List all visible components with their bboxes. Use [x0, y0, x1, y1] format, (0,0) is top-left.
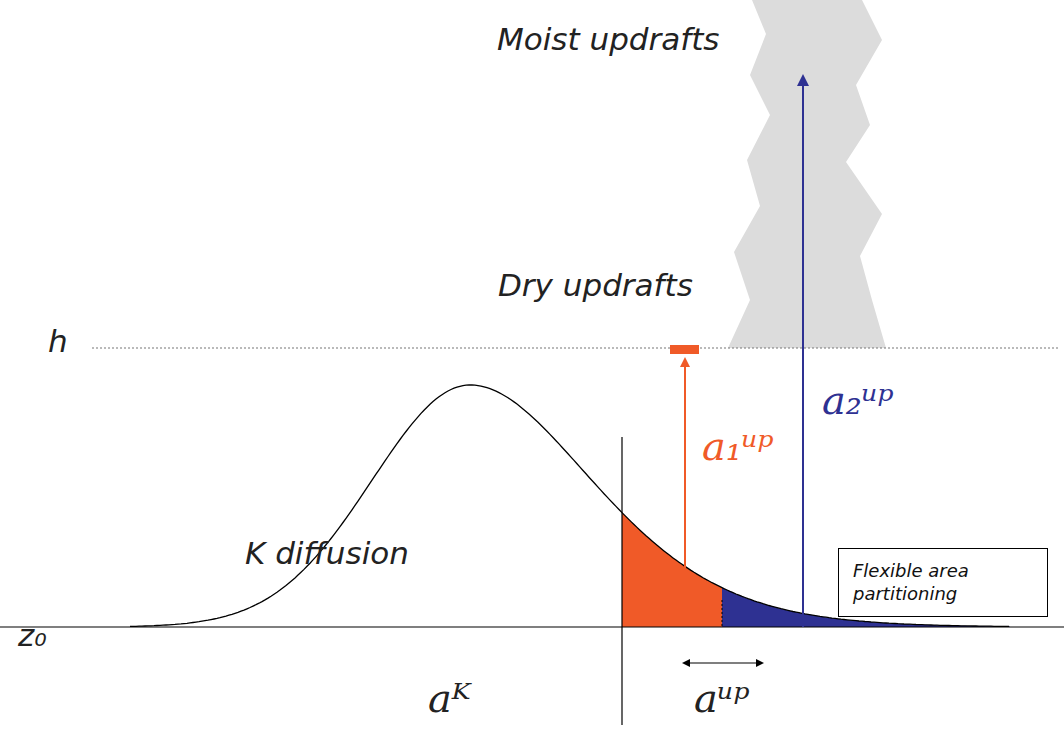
area-symbol: aᴷ	[428, 676, 471, 720]
partition-arrow	[686, 662, 760, 663]
cloud-label: Moist updrafts	[497, 22, 719, 56]
split-line	[621, 437, 622, 725]
area-symbol: a₂ᵘᵖ	[822, 378, 894, 422]
dry-area	[622, 513, 722, 627]
surface-label: z₀	[18, 618, 47, 652]
area-symbol: aᵘᵖ	[694, 676, 750, 720]
ground-line	[0, 626, 1064, 627]
updraft-label: Dry updrafts	[498, 268, 693, 302]
dry-updraft-cap	[670, 345, 699, 354]
cloud	[728, 0, 886, 348]
diffusion-label: K diffusion	[245, 536, 409, 570]
note-text: Flexible area partitioning	[853, 559, 1033, 606]
area-symbol: a₁ᵘᵖ	[702, 424, 774, 468]
note-box: Flexible area partitioning	[838, 548, 1048, 617]
moist-updraft-arrow	[802, 80, 804, 627]
height-label: h	[48, 324, 68, 358]
pbl-top-line	[92, 347, 1060, 348]
partition-line	[722, 600, 723, 627]
dry-updraft-arrow	[684, 362, 686, 585]
